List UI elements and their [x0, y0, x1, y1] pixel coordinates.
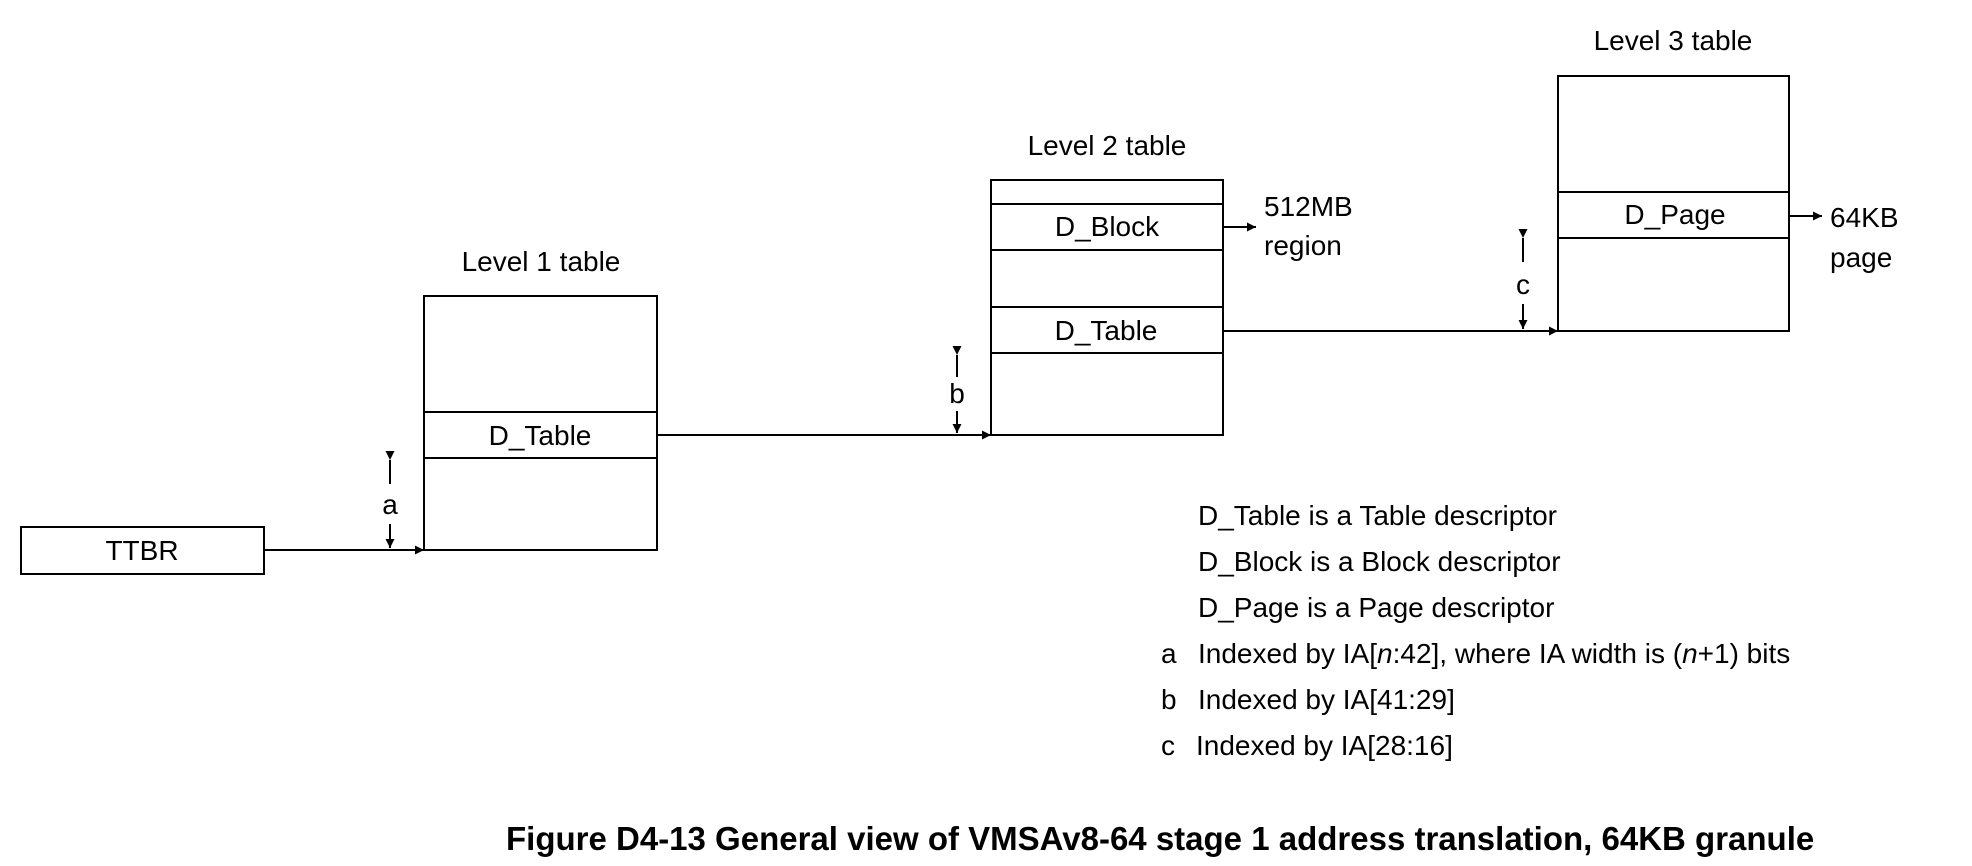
ttbr-label: TTBR — [105, 535, 178, 566]
level3-title: Level 3 table — [1594, 25, 1753, 56]
index-label-c: c — [1516, 269, 1530, 300]
legend-key-a: a — [1161, 638, 1177, 669]
index-marker-b: b — [949, 346, 965, 433]
page-output: 64KB page — [1789, 202, 1899, 273]
level2-d-table-label: D_Table — [1055, 315, 1158, 346]
level3-table: Level 3 table D_Page — [1557, 25, 1790, 332]
level1-d-table-entry — [423, 411, 658, 459]
block-output-line1: 512MB — [1264, 191, 1353, 222]
legend-item-a: Indexed by IA[n:42], where IA width is (… — [1198, 638, 1790, 669]
figure-caption: Figure D4-13 General view of VMSAv8-64 s… — [506, 820, 1814, 857]
level2-title: Level 2 table — [1028, 130, 1187, 161]
legend: D_Table is a Table descriptor D_Block is… — [1161, 500, 1790, 761]
level2-d-table-entry — [990, 306, 1224, 354]
page-output-line2: page — [1830, 242, 1892, 273]
legend-item-c: Indexed by IA[28:16] — [1196, 730, 1453, 761]
block-output-line2: region — [1264, 230, 1342, 261]
ttbr-register: TTBR — [20, 526, 265, 575]
index-marker-c: c — [1516, 229, 1530, 329]
legend-key-c: c — [1161, 730, 1175, 761]
level1-d-table-label: D_Table — [489, 420, 592, 451]
index-label-a: a — [382, 489, 398, 520]
level1-table: Level 1 table D_Table — [423, 246, 658, 551]
legend-item-d-block: D_Block is a Block descriptor — [1198, 546, 1561, 577]
level2-d-block-entry — [990, 203, 1224, 251]
index-label-b: b — [949, 378, 965, 409]
page-output-line1: 64KB — [1830, 202, 1899, 233]
level3-d-page-label: D_Page — [1624, 199, 1725, 230]
block-output: 512MB region — [1223, 191, 1353, 261]
legend-item-b: Indexed by IA[41:29] — [1198, 684, 1455, 715]
legend-key-b: b — [1161, 684, 1177, 715]
level2-table: Level 2 table D_Block D_Table — [990, 130, 1224, 436]
level2-d-block-label: D_Block — [1055, 211, 1160, 242]
level1-title: Level 1 table — [462, 246, 621, 277]
legend-item-d-table: D_Table is a Table descriptor — [1198, 500, 1557, 531]
level3-d-page-entry — [1557, 191, 1790, 239]
index-marker-a: a — [382, 451, 398, 548]
legend-item-d-page: D_Page is a Page descriptor — [1198, 592, 1554, 623]
